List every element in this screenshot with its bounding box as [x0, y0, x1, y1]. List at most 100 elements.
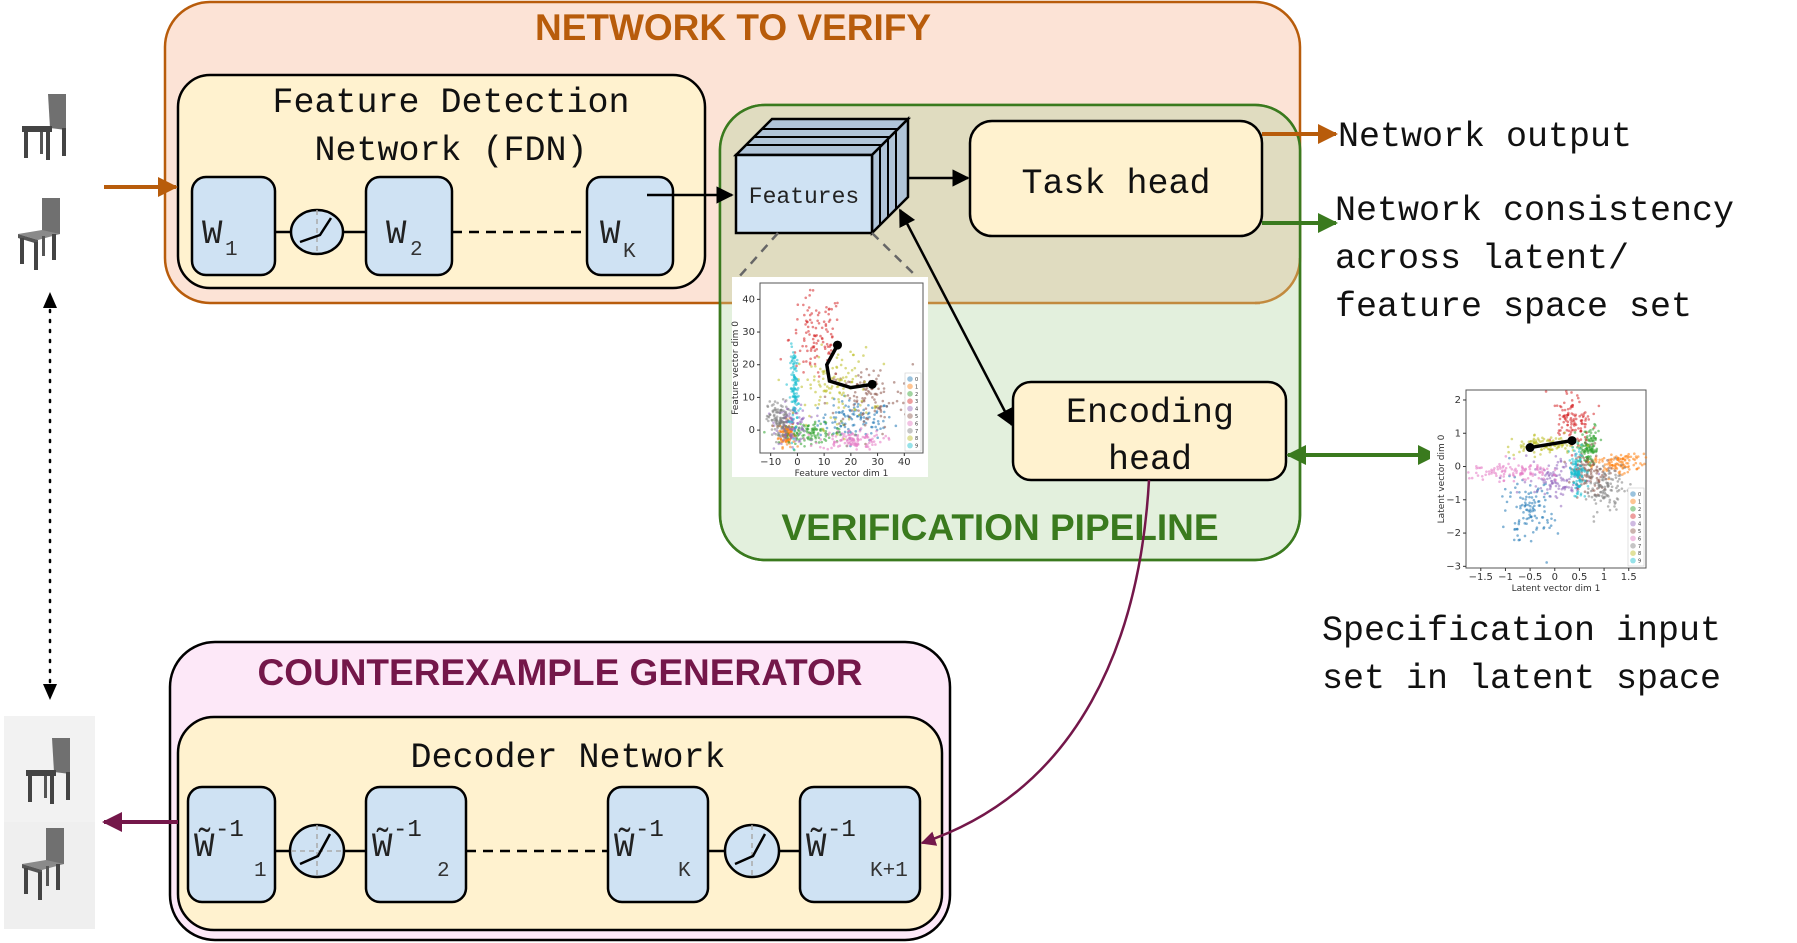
scatter-point-class-7	[781, 434, 785, 438]
scatter-point-class-6	[845, 444, 849, 448]
scatter-point-class-2	[787, 440, 791, 444]
scatter-point-class-5	[1576, 487, 1580, 491]
scatter-point-class-7	[783, 414, 787, 417]
scatter-point-class-5	[834, 378, 838, 382]
scatter-point-class-6	[873, 434, 876, 438]
decoder-layer-k: W̃ -1 K	[606, 785, 710, 904]
scatter-point-class-7	[1615, 486, 1618, 490]
fdn-layer-w2: W 2	[364, 175, 454, 277]
scatter-point-class-3	[796, 318, 799, 321]
scatter-point-class-5	[896, 390, 900, 394]
scatter-point-class-3	[1592, 426, 1596, 429]
scatter-point-class-6	[865, 445, 868, 448]
scatter-point-class-4	[1524, 454, 1528, 457]
scatter-point-class-1	[1594, 460, 1598, 464]
scatter-point-class-5	[882, 387, 886, 390]
legend-label: 6	[915, 421, 918, 427]
scatter-point-class-4	[816, 414, 819, 418]
scatter-point-class-6	[1498, 480, 1501, 484]
scatter-point-class-7	[784, 412, 788, 416]
scatter-point-class-3	[795, 364, 798, 368]
scatter-point-class-0	[1529, 510, 1532, 513]
scatter-point-class-5	[1577, 455, 1580, 459]
scatter-point-class-4	[794, 439, 797, 442]
scatter-point-class-8	[814, 403, 817, 407]
scatter-point-class-0	[832, 404, 835, 407]
scatter-point-class-7	[1608, 498, 1612, 502]
scatter-point-class-0	[1519, 506, 1522, 510]
scatter-point-class-7	[783, 436, 786, 440]
x-tick-label: −1	[1498, 572, 1513, 583]
scatter-point-class-3	[817, 311, 821, 314]
scatter-point-class-0	[1519, 496, 1522, 499]
scatter-point-class-2	[1583, 458, 1586, 462]
scatter-point-class-8	[833, 375, 836, 379]
scatter-point-class-2	[1586, 449, 1590, 452]
scatter-point-class-4	[1548, 476, 1552, 480]
scatter-point-class-7	[773, 400, 777, 403]
scatter-point-class-1	[1621, 457, 1625, 461]
scatter-point-class-7	[770, 428, 774, 431]
scatter-point-class-3	[1544, 390, 1548, 393]
scatter-point-class-5	[855, 395, 859, 399]
legend-marker	[1630, 528, 1636, 534]
scatter-point-class-5	[866, 389, 870, 393]
scatter-point-class-3	[1584, 419, 1587, 422]
scatter-point-class-0	[852, 423, 856, 427]
scatter-point-class-3	[810, 312, 814, 315]
scatter-point-class-3	[808, 363, 812, 366]
scatter-point-class-3	[823, 345, 827, 349]
scatter-point-class-6	[818, 445, 822, 449]
scatter-point-class-7	[1604, 477, 1607, 481]
scatter-point-class-6	[1468, 476, 1471, 480]
scatter-point-class-1	[1613, 464, 1617, 468]
scatter-point-class-4	[1546, 477, 1549, 481]
scatter-point-class-3	[820, 326, 824, 330]
scatter-point-class-7	[776, 408, 780, 411]
scatter-point-class-1	[1603, 463, 1607, 466]
scatter-point-class-9	[1576, 442, 1580, 445]
scatter-point-class-4	[1571, 483, 1575, 487]
scatter-point-class-8	[876, 404, 879, 408]
legend-label: 3	[1638, 514, 1641, 520]
scatter-point-class-6	[868, 448, 871, 451]
scatter-point-class-8	[836, 353, 840, 356]
scatter-point-class-9	[785, 383, 789, 386]
scatter-point-class-5	[1584, 460, 1588, 464]
legend-marker	[1630, 513, 1636, 519]
scatter-point-class-6	[830, 446, 833, 450]
scatter-point-class-5	[899, 408, 903, 412]
scatter-point-class-5	[875, 393, 879, 396]
scatter-point-class-7	[777, 420, 781, 424]
svg-text:-1: -1	[393, 817, 422, 844]
scatter-point-class-7	[1586, 469, 1589, 472]
scatter-point-class-2	[817, 441, 821, 444]
scatter-point-class-4	[775, 429, 779, 433]
scatter-point-class-3	[808, 294, 811, 297]
scatter-point-class-7	[1590, 475, 1594, 479]
scatter-point-class-5	[1607, 466, 1610, 470]
scatter-point-class-5	[1599, 475, 1602, 479]
scatter-point-class-2	[824, 432, 827, 435]
scatter-point-class-1	[1612, 458, 1615, 461]
scatter-point-class-3	[826, 345, 830, 348]
scatter-point-class-6	[1531, 472, 1535, 476]
scatter-point-class-3	[1565, 416, 1569, 419]
scatter-point-class-0	[1549, 524, 1553, 527]
legend-marker	[907, 435, 913, 442]
scatter-point-class-5	[1589, 470, 1593, 474]
scatter-point-class-9	[1573, 449, 1576, 453]
scatter-point-class-3	[817, 375, 821, 378]
scatter-point-class-2	[824, 430, 828, 433]
scatter-point-class-8	[860, 399, 864, 403]
scatter-point-class-7	[774, 440, 778, 444]
scatter-point-class-0	[1530, 501, 1534, 505]
scatter-point-class-0	[1525, 522, 1528, 526]
scatter-point-class-3	[1578, 414, 1581, 418]
scatter-point-class-6	[1495, 474, 1498, 478]
scatter-point-class-5	[881, 432, 884, 436]
scatter-point-class-5	[879, 414, 883, 418]
scatter-point-class-2	[811, 431, 815, 435]
legend-box	[1627, 487, 1645, 567]
consistency-label-line1: Network consistency	[1335, 191, 1734, 231]
